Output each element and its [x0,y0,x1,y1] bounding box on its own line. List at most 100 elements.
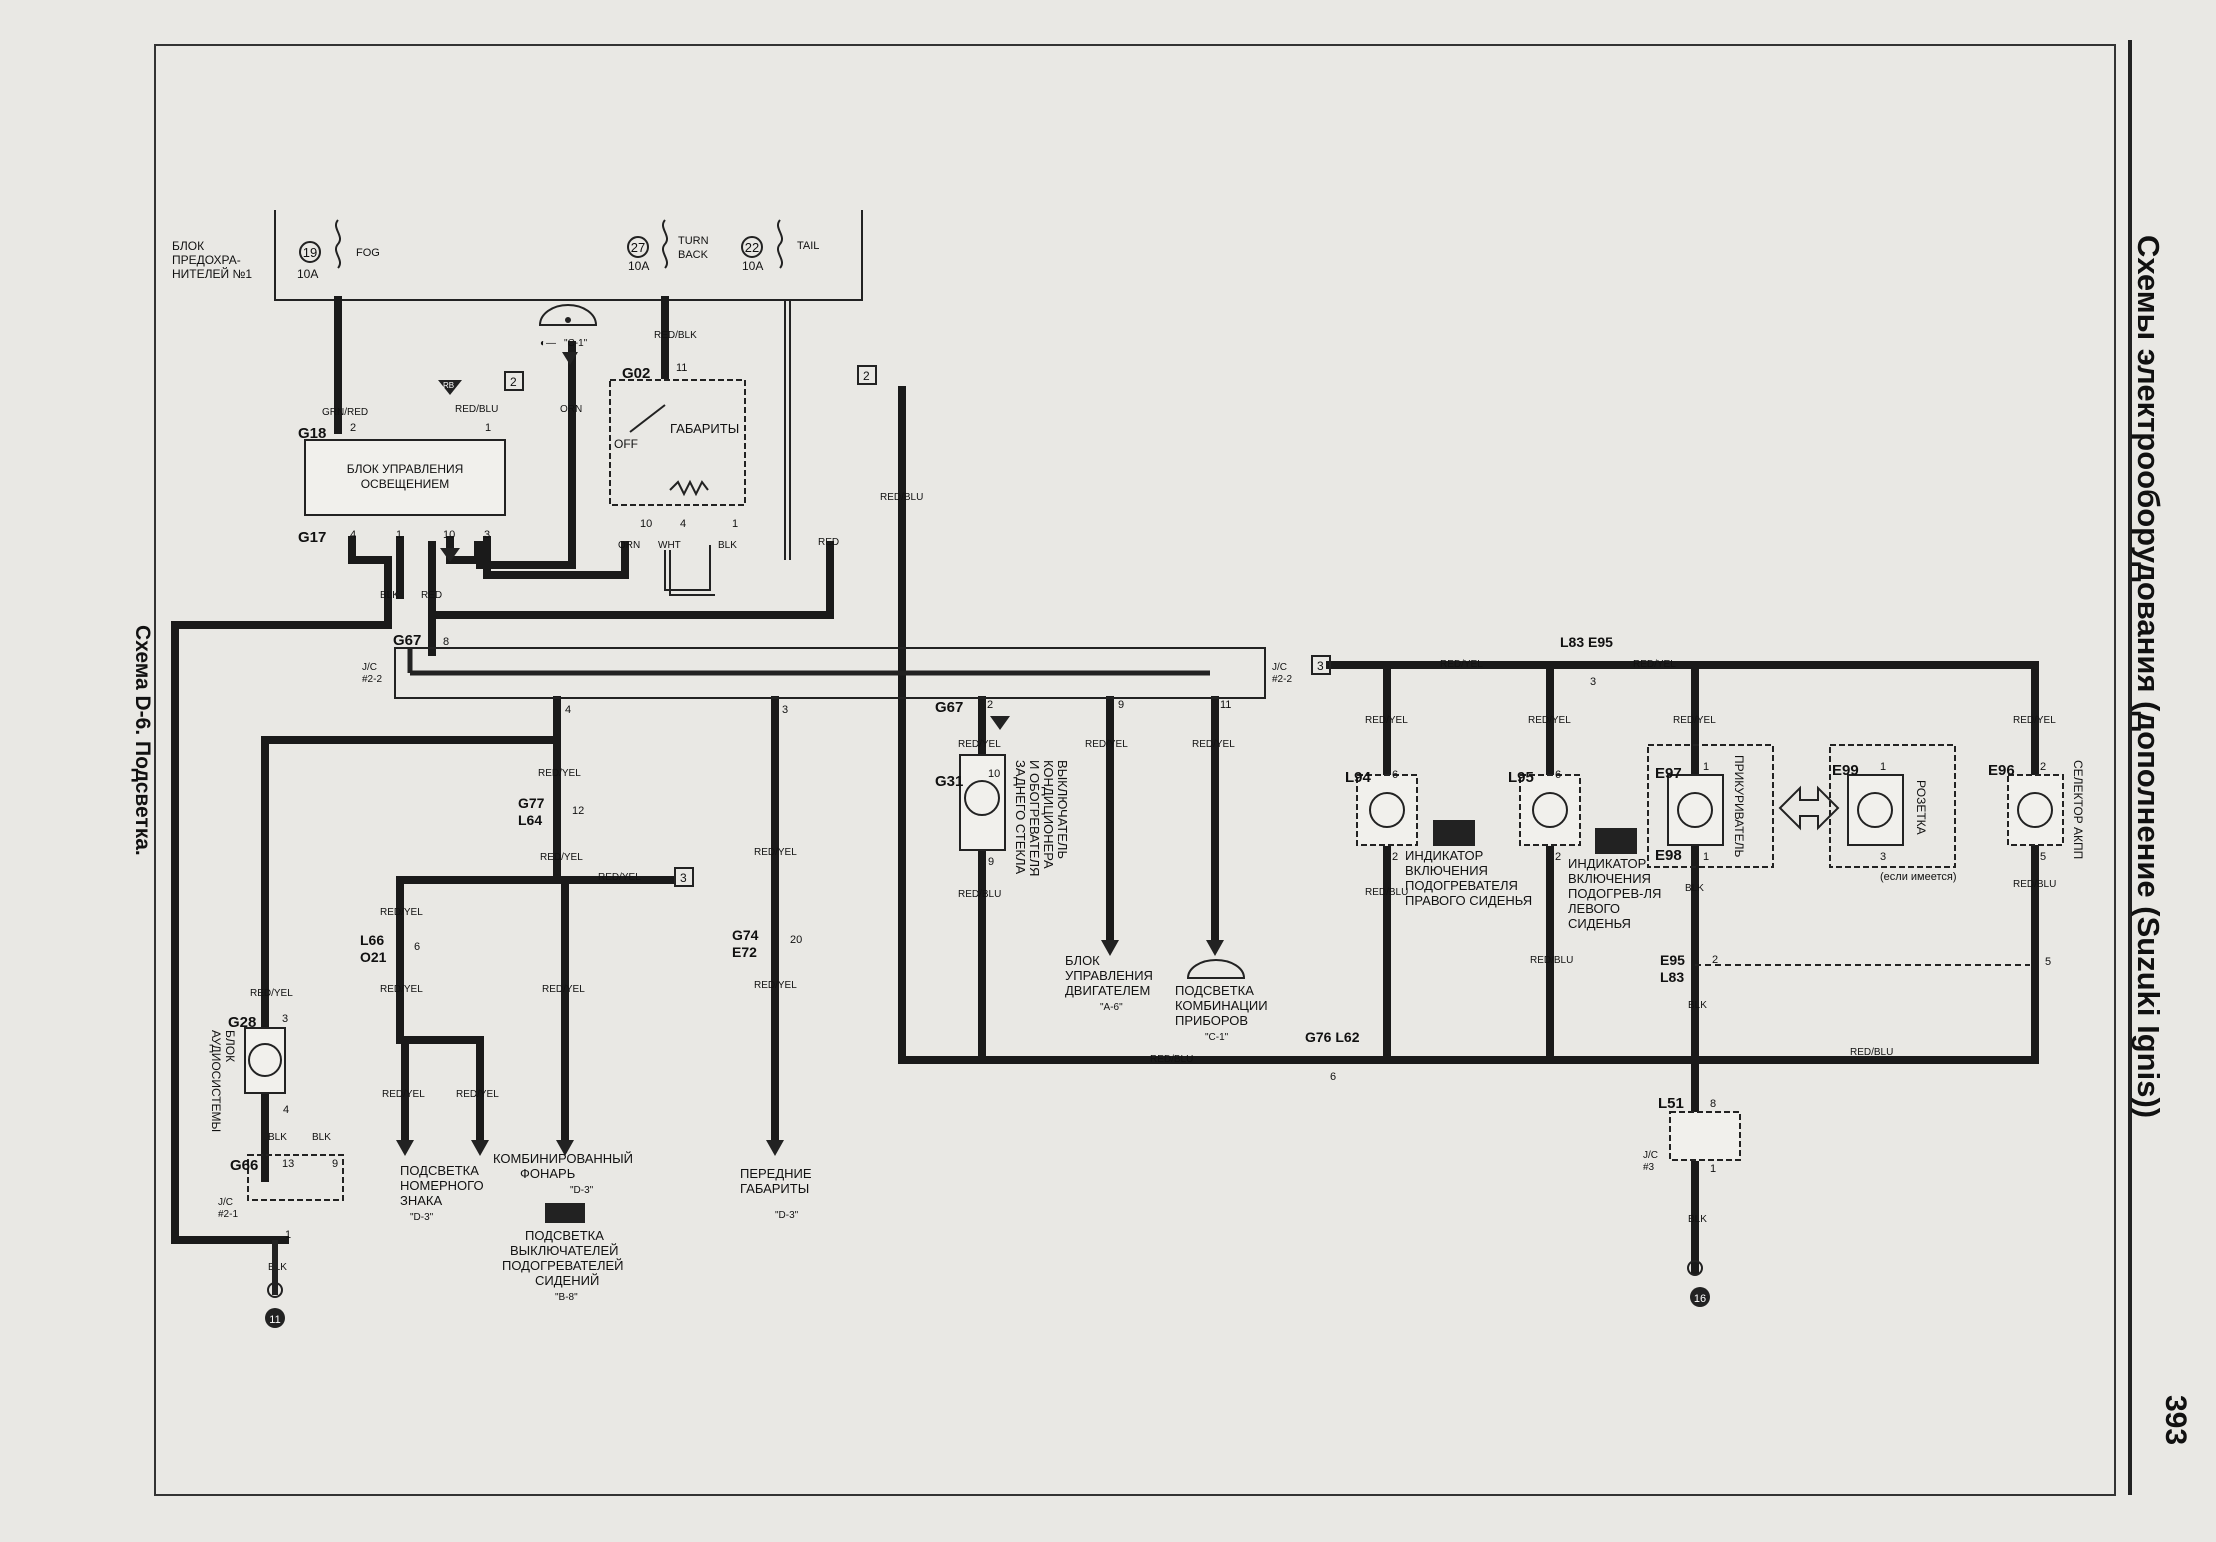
jc22-left-1: J/C [362,662,377,673]
e96-selector: RED/YEL E96 2 5 СЕЛЕКТОР АКПП RED/BLU 5 [1988,715,2085,968]
wire-red-blu-trunk: RED/BLU [880,492,923,503]
e96-pin-5-low: 5 [2045,956,2051,968]
wire-orn-top: ORN [560,404,582,415]
g18-pin-2: 2 [350,422,356,434]
wire-red-blu-g31: RED/BLU [958,889,1001,900]
front-gab-1: ПЕРЕДНИЕ [740,1166,812,1181]
jc22-right-1: J/C [1272,662,1287,673]
fuse-19-name: FOG [356,247,380,259]
l51-relay: E95 L83 2 BLK L51 8 1 J/C #3 BLK 16 [1643,952,1741,1307]
e97-pin-1: 1 [1703,761,1709,773]
e98-pin-1: 1 [1703,851,1709,863]
jc21-label-2: #2-1 [218,1209,238,1220]
g02-pin-10: 10 [640,518,652,530]
fuse-27-badge [627,236,649,258]
wire-red-yel-l66: RED/YEL [380,907,423,918]
wire-red-blu-top: RED/BLU [455,404,498,415]
jc-pin-9: 9 [1118,699,1124,711]
g77-pin-12: 12 [572,805,584,817]
g66-pin-13: 13 [282,1158,294,1170]
jc3-label-1: J/C [1643,1150,1658,1161]
ground-16-symbol [1687,1260,1703,1276]
off-label: OFF [614,437,638,451]
ind-left-3: ПОДОГРЕВ-ЛЯ [1568,886,1661,901]
l51-label: L51 [1658,1095,1684,1112]
seat-heat-left-icon [1595,828,1637,854]
ecu-2: УПРАВЛЕНИЯ [1065,968,1153,983]
g76-pin-6: 6 [1330,1071,1336,1083]
g02-pin-1: 1 [732,518,738,530]
e99-label: E99 [1832,762,1859,779]
plate-marker-2 [471,1140,489,1156]
ind-right-4: ПРАВОГО СИДЕНЬЯ [1405,893,1532,908]
plate-light-3: ЗНАКА [400,1193,442,1208]
fuse-27-symbol [662,219,668,269]
wire-blk-ground-16: BLK [1688,1214,1707,1225]
switch-ac-3: И ОБОГРЕВАТЕЛЯ [1027,760,1042,876]
l83-label: L83 [1660,969,1684,985]
ind-left-2: ВКЛЮЧЕНИЯ [1568,871,1651,886]
g02-switch: G02 11 ГАБАРИТЫ OFF 10 4 1 RED/BLK ORN W… [609,330,839,551]
wire-red-blu-l95: RED/BLU [1530,955,1573,966]
seat-heat-1: ПОДСВЕТКА [525,1228,604,1243]
ecu-ref: "A-6" [1100,1002,1123,1013]
g-marker [562,352,578,365]
wire-orn-g02: ORN [618,540,640,551]
combo-lamp-2: ФОНАРЬ [520,1166,575,1181]
ground-11-badge [265,1308,285,1328]
e96-pin-5: 5 [2040,851,2046,863]
plate-marker-1 [396,1140,414,1156]
wire-red-yel-g77: RED/YEL [538,768,581,779]
e95-label: E95 [1660,952,1685,968]
ref-2-redblu [857,365,877,385]
fuse-19-symbol [335,219,341,269]
y-marker [440,548,460,562]
g02-label: G02 [622,365,650,382]
right-rule [2128,40,2132,1495]
g17-pin-1: 1 [396,529,402,541]
plate-light-ref: "D-3" [410,1212,434,1223]
g28-pin-4: 4 [283,1104,289,1116]
ground-16-number: 16 [1694,1293,1706,1305]
g67-mid-label: G67 [935,699,963,716]
fuse-22-amp: 10A [742,259,763,273]
page-header: Схемы электрооборудования (дополнение (S… [2131,235,2166,1119]
wire-red-yel-p2: RED/YEL [456,1089,499,1100]
audio-label-2: АУДИОСИСТЕМЫ [209,1030,223,1132]
e98-label: E98 [1655,847,1682,864]
wire-red-yel-l95: RED/YEL [1528,715,1571,726]
combo-lamp-ref: "D-3" [570,1185,594,1196]
rb-marker-text: RB [443,381,454,390]
wire-red-yel-split: RED/YEL [540,852,583,863]
g02-pin-4: 4 [680,518,686,530]
front-gab-branch: 3 RED/YEL G74 E72 20 RED/YEL ПЕРЕДНИЕ ГА… [732,704,812,1221]
l94-label: L94 [1345,769,1372,786]
g67-mid-pin-2: 2 [987,699,993,711]
ref-2-redblu-text: 2 [863,369,870,383]
wire-wht-g02: WHT [658,540,681,551]
ecu-marker [1101,940,1119,956]
ry-marker-g67 [990,716,1010,730]
left-branch: 4 RED/YEL G77 L64 12 RED/YEL RED/YEL 3 R… [360,704,694,1303]
g66-label: G66 [230,1157,258,1174]
fuse-27-amp: 10A [628,259,649,273]
ref-3-left-text: 3 [680,871,687,885]
fuse-19-amp: 10A [297,267,318,281]
g28-label: G28 [228,1014,256,1031]
e95-pin-2: 2 [1712,954,1718,966]
fuse-22-number: 22 [745,240,759,255]
wire-red-yel-ecu: RED/YEL [1085,739,1128,750]
wire-red-trunk: RED [818,537,839,548]
fuse-19-number: 19 [303,245,317,260]
l66-pin-6: 6 [414,941,420,953]
seat-heat-icon [545,1203,585,1223]
wire-red-yel-plate: RED/YEL [380,984,423,995]
wire-red-yel-l94: RED/YEL [1365,715,1408,726]
g31-pin-9: 9 [988,856,994,868]
o21-label: O21 [360,949,387,965]
fuse-block-title-1: БЛОК [172,239,204,253]
fuse-block-title-2: ПРЕДОХРА- [172,253,241,267]
l94-pin-2: 2 [1392,851,1398,863]
fuse-block-title-3: НИТЕЛЕЙ №1 [172,266,252,281]
cluster-2: КОМБИНАЦИИ [1175,998,1268,1013]
